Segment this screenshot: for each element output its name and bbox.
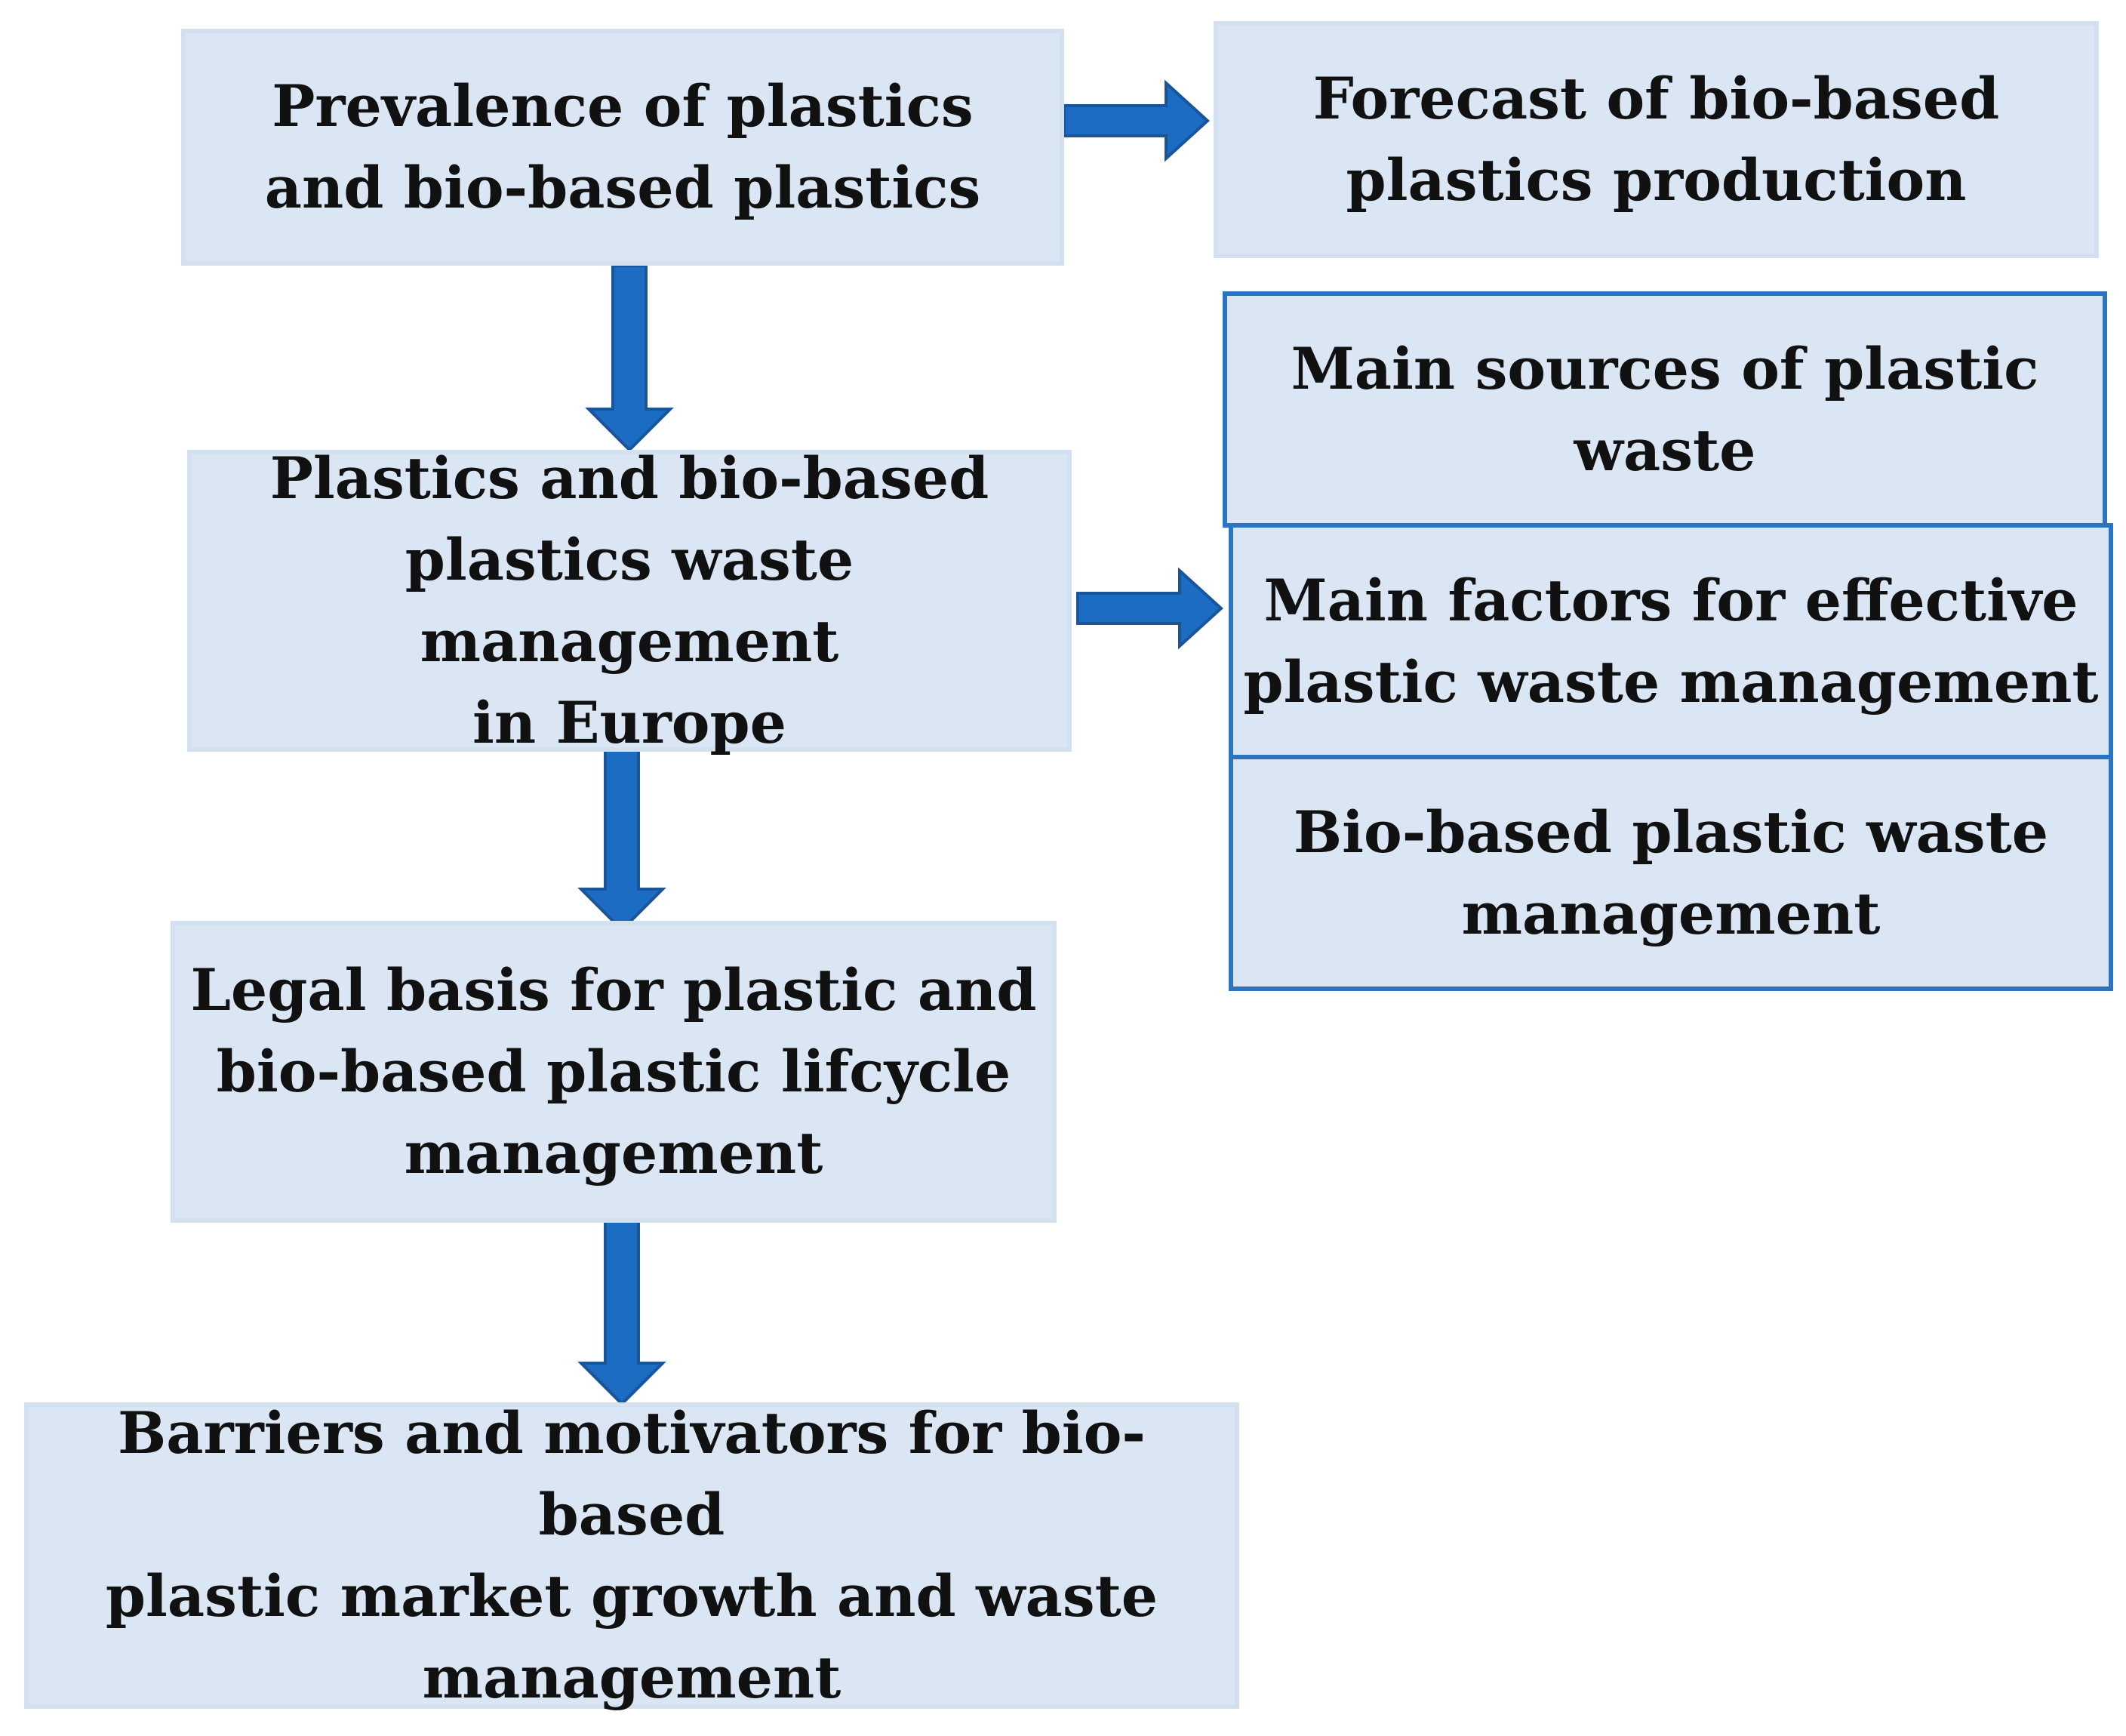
arrow-down-legal-basis-to-barriers: [577, 1218, 666, 1406]
box-biobased-waste-text: Bio-based plastic waste management: [1293, 798, 2049, 947]
box-main-sources-text: Main sources of plastic waste: [1291, 334, 2039, 484]
arrow-right-waste-management-to-factors: [1076, 567, 1223, 650]
arrow-down-prevalence-to-waste-management: [585, 264, 674, 452]
box-main-factors-text: Main factors for effective plastic waste…: [1243, 566, 2099, 716]
box-prevalence: Prevalence of plastics and bio-based pla…: [181, 29, 1064, 266]
box-main-factors: Main factors for effective plastic waste…: [1229, 523, 2113, 759]
arrow-down-waste-management-to-legal-basis: [577, 746, 666, 932]
box-legal-basis-text: Legal basis for plastic and bio-based pl…: [190, 956, 1037, 1187]
box-main-sources: Main sources of plastic waste: [1223, 291, 2107, 528]
box-prevalence-text: Prevalence of plastics and bio-based pla…: [264, 72, 981, 221]
box-waste-management-europe: Plastics and bio-based plastics waste ma…: [187, 445, 1072, 756]
box-barriers-text: Barriers and motivators for bio-based pl…: [105, 1399, 1158, 1711]
arrow-right-prevalence-to-forecast: [1063, 79, 1210, 162]
box-forecast-text: Forecast of bio-based plastics productio…: [1312, 65, 2000, 214]
box-legal-basis: Legal basis for plastic and bio-based pl…: [171, 921, 1057, 1223]
box-biobased-waste: Bio-based plastic waste management: [1229, 755, 2113, 991]
box-waste-management-europe-text: Plastics and bio-based plastics waste ma…: [269, 445, 989, 756]
box-forecast: Forecast of bio-based plastics productio…: [1214, 21, 2099, 258]
box-barriers: Barriers and motivators for bio-based pl…: [24, 1399, 1239, 1711]
